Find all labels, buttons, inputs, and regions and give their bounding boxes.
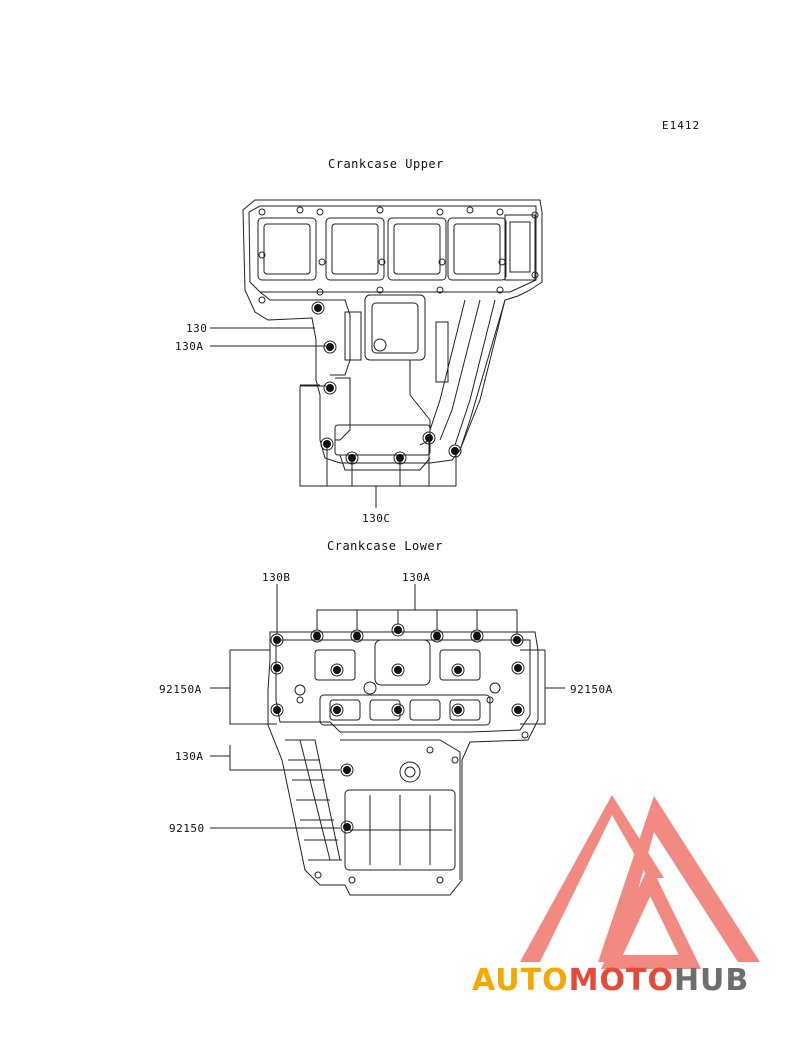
callout-130b: 130B — [262, 571, 291, 584]
upper-title: Crankcase Upper — [328, 157, 444, 171]
lower-leader-lines — [210, 584, 565, 829]
watermark-hub: HUB — [673, 963, 750, 998]
callout-130a-side: 130A — [175, 750, 204, 763]
callout-130c: 130C — [362, 512, 391, 525]
callout-92150a-right: 92150A — [570, 683, 613, 696]
callout-92150a-left: 92150A — [159, 683, 202, 696]
watermark-logo-text: AUTOMOTOHUB — [472, 963, 749, 998]
callout-130: 130 — [186, 322, 208, 335]
callout-130a-upper: 130A — [175, 340, 204, 353]
watermark-auto: AUTO — [472, 963, 569, 998]
diagram-code: E1412 — [662, 119, 701, 132]
callout-130a-top: 130A — [402, 571, 431, 584]
watermark-moto: MOTO — [568, 963, 674, 998]
callout-92150: 92150 — [169, 822, 205, 835]
upper-leader-lines — [210, 327, 457, 508]
watermark-logo-triangle — [520, 795, 760, 969]
lower-crankcase-drawing — [267, 623, 539, 896]
upper-crankcase-drawing — [242, 199, 543, 471]
lower-title: Crankcase Lower — [327, 539, 443, 553]
